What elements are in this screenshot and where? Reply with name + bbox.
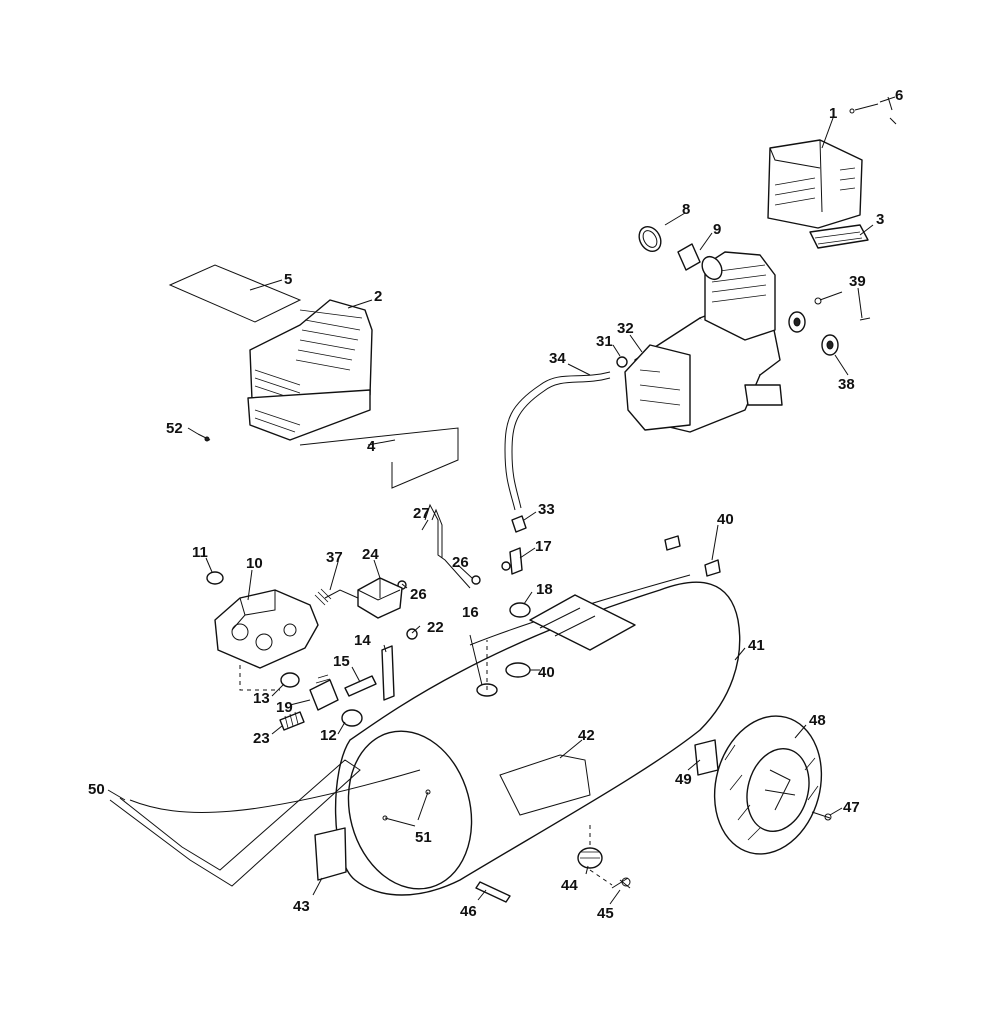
tank-41-part — [334, 574, 741, 896]
callout-37: 37 — [326, 549, 343, 566]
callout-34: 34 — [549, 350, 566, 367]
callout-4: 4 — [367, 438, 376, 455]
screw-52-part — [197, 433, 211, 442]
callout-42: 42 — [578, 727, 595, 744]
coupler-23-part — [279, 711, 305, 731]
callout-40a: 40 — [717, 511, 734, 528]
callout-43: 43 — [293, 898, 310, 915]
manifold-10-part — [214, 589, 319, 669]
screw-6-part — [849, 96, 897, 125]
vibration-mount-38-part — [788, 311, 839, 356]
leader-lines — [107, 96, 893, 905]
tube-27-part — [424, 503, 471, 589]
callout-39: 39 — [849, 273, 866, 290]
callout-44: 44 — [561, 877, 578, 894]
outlet-tube-34-part — [504, 371, 611, 511]
callout-52: 52 — [166, 420, 183, 437]
callout-38: 38 — [838, 376, 855, 393]
callout-19: 19 — [276, 699, 293, 716]
gauge-12-part — [341, 709, 363, 727]
foot-43-part — [314, 827, 347, 881]
callout-40b: 40 — [538, 664, 555, 681]
callout-labels: 1 2 3 4 5 6 8 9 10 11 12 13 14 15 16 17 … — [88, 87, 903, 922]
foot-44-part — [577, 847, 603, 869]
shroud-front-part — [767, 139, 869, 249]
callout-8: 8 — [682, 201, 690, 218]
bolt-47-part — [811, 811, 832, 821]
callout-15: 15 — [333, 653, 350, 670]
callout-24: 24 — [362, 546, 379, 563]
callout-51: 51 — [415, 829, 432, 846]
filter-9-part — [677, 243, 723, 281]
callout-18: 18 — [536, 581, 553, 598]
callout-6: 6 — [895, 87, 903, 104]
callout-13: 13 — [253, 690, 270, 707]
screw-51-part — [382, 789, 431, 821]
check-valve-17-part — [501, 547, 523, 575]
wheel-48-part — [713, 715, 823, 855]
gauge-11-part — [206, 571, 224, 585]
callout-32: 32 — [617, 320, 634, 337]
callout-5: 5 — [284, 271, 292, 288]
drain-valve-45-part — [611, 877, 631, 889]
nipple-15-part — [344, 675, 377, 697]
decal-5-part — [168, 264, 302, 323]
callout-10: 10 — [246, 555, 263, 572]
bracket-14-part — [381, 645, 395, 701]
callout-1: 1 — [829, 105, 837, 122]
callout-12: 12 — [320, 727, 337, 744]
fitting-22-part — [406, 628, 418, 640]
callout-27: 27 — [413, 505, 430, 522]
callout-41: 41 — [748, 637, 765, 654]
shroud-rear-part — [247, 299, 373, 441]
callout-47: 47 — [843, 799, 860, 816]
callout-26b: 26 — [410, 586, 427, 603]
callout-11: 11 — [192, 544, 208, 561]
callout-31: 31 — [596, 333, 613, 350]
clip-40a-part — [664, 535, 721, 577]
unloader-tube-37-part — [314, 588, 359, 606]
callout-49: 49 — [675, 771, 692, 788]
callout-45: 45 — [597, 905, 614, 922]
bolt-39-part — [814, 291, 871, 321]
callout-23: 23 — [253, 730, 270, 747]
fitting-33-part — [511, 515, 527, 533]
gauge-13-part — [280, 672, 300, 688]
callout-17: 17 — [535, 538, 552, 555]
callout-9: 9 — [713, 221, 721, 238]
decal-4-part — [299, 427, 459, 489]
nut-26a-part — [471, 575, 481, 585]
callout-22: 22 — [427, 619, 444, 636]
drain-tube-46-part — [475, 881, 511, 903]
callout-2: 2 — [374, 288, 382, 305]
callout-3: 3 — [876, 211, 884, 228]
handle-50-part — [109, 759, 421, 887]
callout-33: 33 — [538, 501, 555, 518]
gasket-8-part — [638, 225, 662, 253]
handle-plate-16-part — [529, 594, 636, 651]
callout-26a: 26 — [452, 554, 469, 571]
pressure-switch-24-part — [357, 577, 403, 619]
port-18-part — [509, 602, 531, 618]
port-40b-part — [505, 662, 531, 678]
bracket-49-part — [694, 739, 719, 776]
callout-46: 46 — [460, 903, 477, 920]
regulator-19-part — [309, 674, 339, 711]
fitting-31-part — [616, 356, 628, 368]
callout-14: 14 — [354, 632, 371, 649]
callout-50: 50 — [88, 781, 105, 798]
motor-pump-assembly — [624, 251, 783, 433]
callout-16: 16 — [462, 604, 479, 621]
label-42-part — [499, 754, 591, 816]
callout-48: 48 — [809, 712, 826, 729]
